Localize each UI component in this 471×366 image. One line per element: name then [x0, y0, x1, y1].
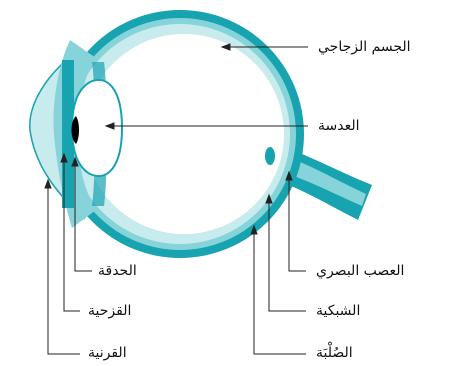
sclera-leader — [254, 228, 306, 354]
label-lens: العدسة — [318, 119, 360, 133]
optic-disc-shape — [265, 147, 275, 165]
label-sclera: الصُلْبَة — [316, 346, 353, 360]
label-vitreous-body: الجسم الزجاجي — [318, 40, 411, 54]
label-retina: الشبكية — [316, 304, 360, 318]
label-cornea: القرنية — [88, 346, 127, 360]
label-pupil: الحدقة — [98, 264, 137, 278]
label-optic-nerve: العصب البصري — [316, 264, 404, 278]
label-iris: القزحية — [88, 304, 131, 318]
